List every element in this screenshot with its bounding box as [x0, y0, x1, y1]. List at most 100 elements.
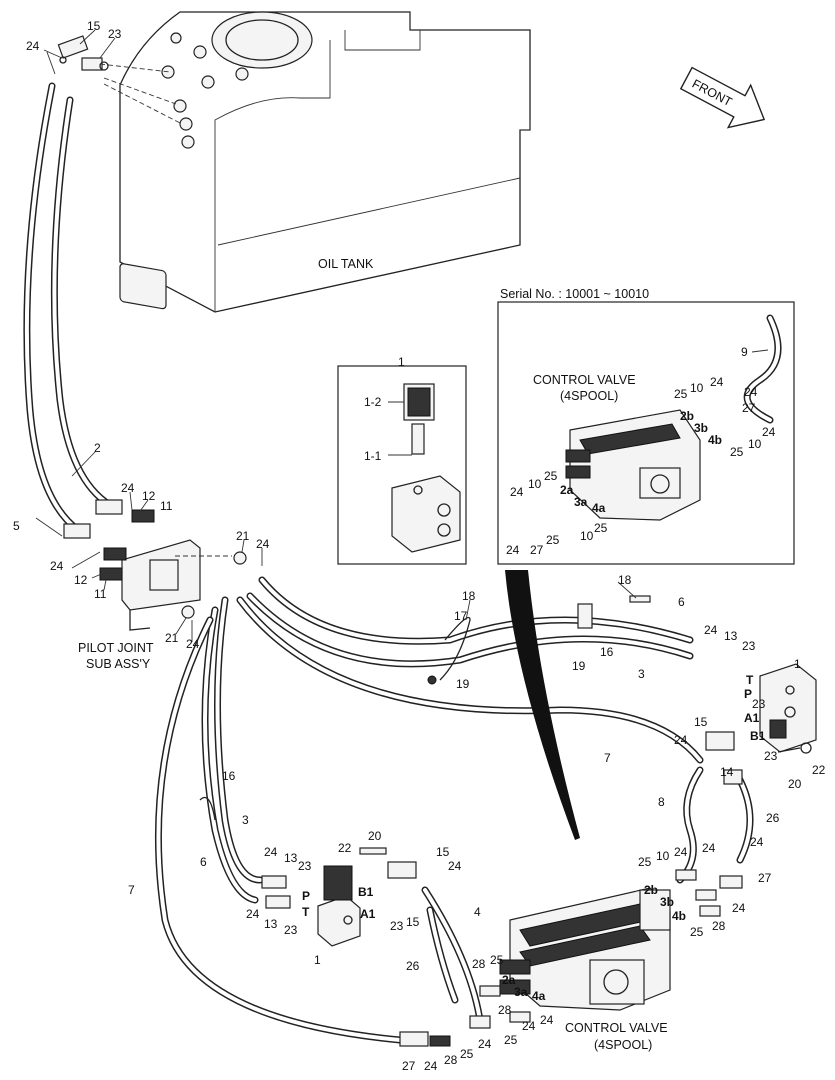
port-label: P: [302, 889, 310, 903]
main-control-valve: [499, 887, 671, 1011]
callout: 25: [690, 925, 704, 939]
callout: 23: [742, 639, 756, 653]
callout: 14: [720, 765, 734, 779]
callout: 24: [540, 1013, 554, 1027]
callout: 24: [50, 559, 64, 573]
callout: 24: [704, 623, 718, 637]
callout: 27: [402, 1059, 416, 1073]
port-label: 4b: [672, 909, 686, 923]
callout: 3: [638, 667, 645, 681]
port-label: B1: [750, 729, 766, 743]
callout: 25: [638, 855, 652, 869]
hose-8: [676, 766, 704, 884]
callout: 7: [604, 751, 611, 765]
pilot-joint-caption-1: PILOT JOINT: [78, 641, 154, 655]
inset-leader-band: [505, 570, 580, 840]
port-label: 2a: [560, 483, 574, 497]
callout: 24: [256, 537, 270, 551]
hose-6: [201, 606, 259, 904]
callout: 12: [74, 573, 88, 587]
callout: 25: [460, 1047, 474, 1061]
callout: 20: [788, 777, 802, 791]
callout: 10: [580, 529, 594, 543]
callout: 24: [506, 543, 520, 557]
port-label: 3b: [694, 421, 708, 435]
callout: 15: [87, 19, 101, 33]
adapter-fitting-top: [81, 57, 103, 71]
callout: 26: [406, 959, 420, 973]
callout: 23: [764, 749, 778, 763]
callout: 24: [744, 385, 758, 399]
hose-9: [743, 314, 782, 424]
callout: 23: [108, 27, 122, 41]
main-control-valve-caption-1: CONTROL VALVE: [565, 1021, 668, 1035]
callout: 18: [618, 573, 632, 587]
port-label: A1: [744, 711, 760, 725]
callout: 9: [741, 345, 748, 359]
port-label: T: [302, 905, 310, 919]
callout: 6: [678, 595, 685, 609]
callout: 27: [758, 871, 772, 885]
callout: 1-2: [364, 395, 382, 409]
callout: 10: [528, 477, 542, 491]
callout: 15: [406, 915, 420, 929]
hose-clamp-16-left: [199, 796, 216, 821]
callout: 28: [498, 1003, 512, 1017]
callout: 8: [658, 795, 665, 809]
hose-clamp-17: [427, 616, 471, 685]
callout: 28: [472, 957, 486, 971]
callout: 24: [448, 859, 462, 873]
callout: 19: [572, 659, 586, 673]
callout: 6: [200, 855, 207, 869]
callout: 23: [284, 923, 298, 937]
port-label: 4b: [708, 433, 722, 447]
callout: 24: [710, 375, 724, 389]
inset-control-valve: [565, 409, 701, 521]
callout: 24: [674, 845, 688, 859]
callout: 1-1: [364, 449, 382, 463]
callout: 25: [546, 533, 560, 547]
callout: 24: [732, 901, 746, 915]
hose-clamp-16: [577, 603, 593, 629]
hose-7-main: [154, 616, 404, 1044]
callout: 25: [504, 1033, 518, 1047]
callout: 28: [712, 919, 726, 933]
oil-tank: [99, 11, 531, 313]
callout: 27: [742, 401, 756, 415]
solenoid-valve-lower: [317, 847, 417, 947]
callout: 10: [690, 381, 704, 395]
callout: 19: [456, 677, 470, 691]
callout: 24: [264, 845, 278, 859]
tank-ports: [161, 32, 249, 149]
valve-fittings: [261, 869, 743, 1047]
oil-tank-caption: OIL TANK: [318, 257, 374, 271]
inset-control-valve-caption-1: CONTROL VALVE: [533, 373, 636, 387]
callout: 10: [748, 437, 762, 451]
callout: 25: [674, 387, 688, 401]
hose-26-left: [426, 906, 459, 1004]
port-label: 3b: [660, 895, 674, 909]
callout: 27: [530, 543, 544, 557]
port-labels: 2b 3b 4b 2a 3a 4a T P A1 B1 P T B1 A1 2b…: [302, 409, 766, 1003]
callout: 24: [674, 733, 688, 747]
pilot-joint-caption-2: SUB ASS'Y: [86, 657, 151, 671]
callout: 5: [13, 519, 20, 533]
callout: 24: [522, 1019, 536, 1033]
inset-control-valve-caption-2: (4SPOOL): [560, 389, 618, 403]
callout: 11: [160, 499, 173, 513]
port-label: 4a: [592, 501, 606, 515]
callout: 24: [702, 841, 716, 855]
callout: 2: [94, 441, 101, 455]
callout: 11: [94, 587, 107, 601]
callout: 1: [314, 953, 321, 967]
callout: 17: [454, 609, 468, 623]
elbow-fitting-top: [57, 35, 89, 59]
callout: 12: [142, 489, 156, 503]
solenoid-valve-right: [705, 663, 817, 785]
callout: 22: [338, 841, 352, 855]
callout: 24: [478, 1037, 492, 1051]
callout: 13: [724, 629, 738, 643]
callout: 15: [694, 715, 708, 729]
callout: 24: [26, 39, 40, 53]
port-label: 2b: [680, 409, 694, 423]
